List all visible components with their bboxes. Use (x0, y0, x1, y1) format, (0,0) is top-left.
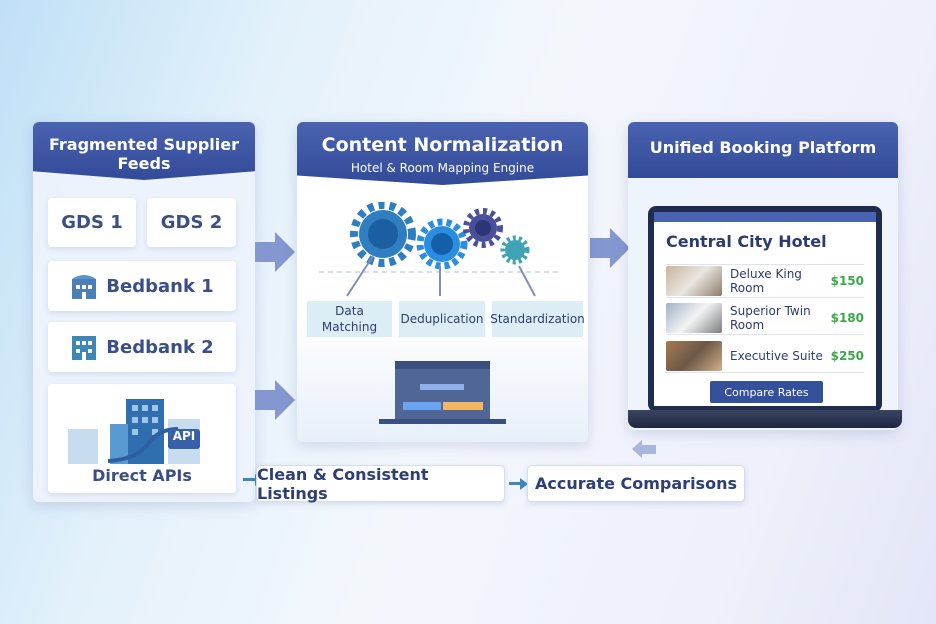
gds-1-card: GDS 1 (48, 198, 136, 247)
supplier-feeds-header: Fragmented Supplier Feeds (33, 122, 255, 180)
gds-2-label: GDS 2 (160, 212, 223, 233)
laptop-base (628, 410, 902, 428)
arrow-right-icon (255, 380, 295, 420)
city-api-illustration (68, 399, 200, 464)
normalization-panel: Content Normalization Hotel & Room Mappi… (297, 122, 588, 442)
bedbank-2-label: Bedbank 2 (106, 336, 214, 358)
room-row[interactable]: Deluxe King Room $150 (666, 264, 864, 298)
room-price: $180 (830, 310, 864, 325)
arrow-left-icon (632, 440, 656, 458)
step-deduplication: Deduplication (399, 301, 485, 337)
accurate-comparisons-label: Accurate Comparisons (535, 474, 737, 493)
hotel-name: Central City Hotel (666, 232, 827, 251)
booking-platform-title: Unified Booking Platform (649, 138, 877, 157)
api-badge: API (172, 429, 196, 443)
normalization-title: Content Normalization (321, 134, 564, 156)
gears-icon (319, 202, 559, 297)
supplier-feeds-title: Fragmented Supplier Feeds (48, 135, 239, 173)
clean-listings-label: Clean & Consistent Listings (257, 464, 429, 503)
room-price: $150 (830, 274, 864, 288)
small-arrow-icon (509, 482, 521, 485)
bedbank-1-label: Bedbank 1 (106, 275, 214, 297)
step-label: Data Matching (321, 304, 378, 334)
building-icon (72, 275, 97, 299)
step-data-matching: Data Matching (307, 301, 392, 337)
room-row[interactable]: Executive Suite $250 (666, 339, 864, 373)
building-icon (72, 336, 97, 360)
step-label: Deduplication (400, 312, 484, 326)
room-thumbnail (666, 302, 722, 333)
step-label: Standardization (490, 312, 585, 326)
gds-1-label: GDS 1 (61, 212, 123, 233)
booking-platform-header: Unified Booking Platform (628, 122, 898, 178)
direct-apis-label: Direct APIs (92, 466, 192, 485)
room-thumbnail (666, 340, 722, 371)
arrow-right-icon (255, 232, 295, 272)
gds-2-card: GDS 2 (147, 198, 236, 247)
clean-listings-pill: Clean & Consistent Listings (256, 464, 505, 503)
normalization-subtitle: Hotel & Room Mapping Engine (350, 161, 535, 175)
room-price: $250 (830, 348, 864, 363)
step-standardization: Standardization (490, 301, 585, 337)
room-name: Superior Twin Room (730, 303, 811, 332)
room-name: Deluxe King Room (730, 267, 802, 295)
small-arrow-icon (243, 478, 255, 481)
room-name: Executive Suite (730, 348, 823, 363)
room-row[interactable]: Superior Twin Room $180 (666, 301, 864, 335)
engine-monitor-icon (395, 361, 490, 419)
compare-rates-button[interactable]: Compare Rates (710, 381, 823, 403)
normalization-header: Content Normalization Hotel & Room Mappi… (297, 122, 588, 185)
bedbank-2-card: Bedbank 2 (48, 322, 236, 372)
monitor-base (379, 419, 506, 424)
arrow-right-icon (590, 228, 630, 268)
direct-apis-card: API Direct APIs (48, 384, 236, 493)
accurate-comparisons-pill: Accurate Comparisons (527, 465, 745, 502)
bedbank-1-card: Bedbank 1 (48, 261, 236, 311)
small-arrow-icon (520, 478, 528, 490)
room-thumbnail (666, 266, 722, 296)
